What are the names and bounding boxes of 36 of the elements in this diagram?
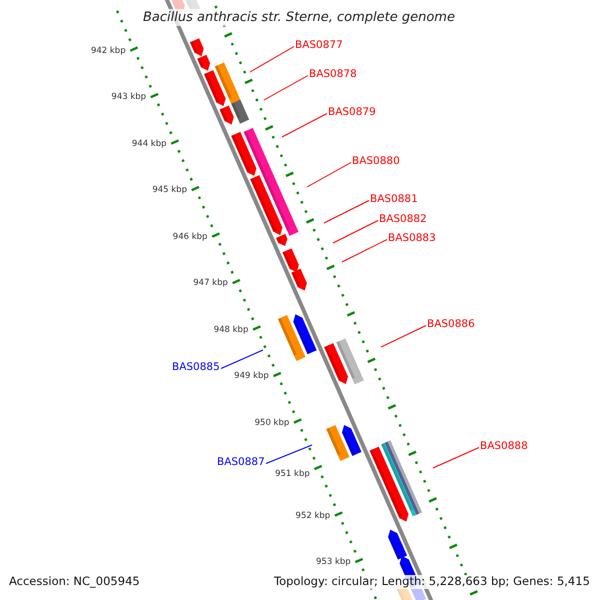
gene-label: BAS0881 — [370, 194, 418, 204]
scale-label: 951 kbp — [275, 470, 310, 479]
scale-label: 948 kbp — [214, 326, 248, 334]
gene-label: BAS0886 — [427, 319, 475, 330]
scale-label: 953 kbp — [316, 558, 351, 567]
scale-label: 944 kbp — [132, 140, 167, 148]
leader-line — [266, 444, 312, 464]
gene-label: BAS0877 — [295, 40, 343, 50]
scale-label: 952 kbp — [296, 512, 330, 520]
gene-label: BAS0883 — [388, 233, 436, 244]
leader-line — [332, 220, 378, 244]
leader-line — [380, 325, 426, 348]
footer-text: Accession: NC_005945 — [7, 575, 142, 588]
leader-line — [282, 113, 328, 138]
leader-line — [432, 447, 480, 468]
scale-label: 950 kbp — [254, 418, 290, 428]
gene-label: BAS0888 — [480, 441, 528, 452]
footer-text: Topology: circular; Length: 5,228,663 bp; Genes: 5,415 — [272, 575, 592, 588]
scale-label: 945 kbp — [152, 186, 187, 195]
leader-line — [220, 350, 264, 369]
leader-line — [324, 200, 370, 224]
leader-line — [306, 162, 352, 188]
scale-label: 942 kbp — [90, 46, 126, 56]
leader-line — [264, 75, 308, 100]
gene-label: BAS0882 — [379, 214, 427, 224]
gene-label: BAS0880 — [352, 156, 400, 166]
gene-label: BAS0878 — [309, 69, 357, 80]
gene-label: BAS0879 — [328, 107, 376, 118]
gene-label: BAS0885 — [172, 362, 220, 372]
leader-line — [342, 239, 388, 262]
leader-line — [250, 46, 294, 72]
scale-label: 947 kbp — [193, 279, 228, 288]
scale-label: 946 kbp — [172, 232, 208, 242]
scale-label: 949 kbp — [234, 372, 269, 381]
gene-label: BAS0887 — [217, 457, 265, 468]
scale-label: 943 kbp — [111, 93, 146, 102]
